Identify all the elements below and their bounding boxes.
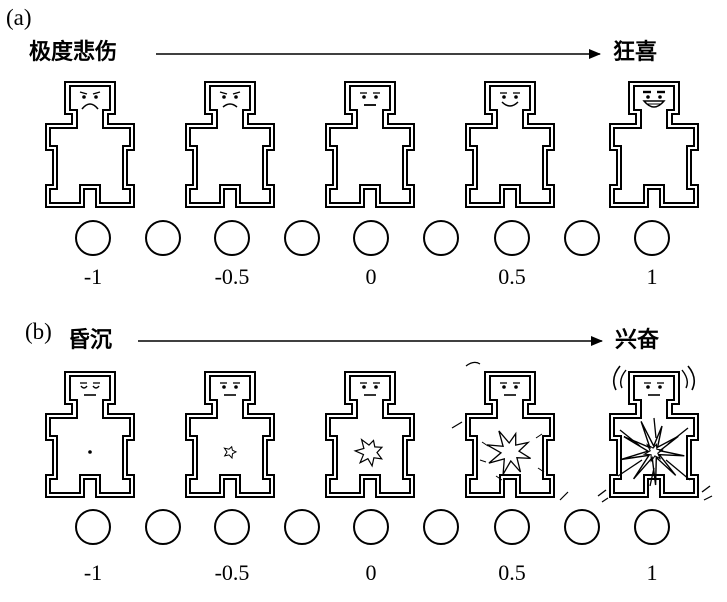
panel-a-scale-circle-4 [353,220,389,256]
panel-a-tag: (a) [6,5,32,30]
panel-a-figure-3 [465,81,555,208]
panel-a-figure-0 [45,81,135,208]
panel-b-value-label: 0 [365,560,377,585]
panel-b-scale-circle-7 [564,509,600,545]
panel-b-scale-circle-8 [634,509,670,545]
panel-a-value-label: -1 [83,264,103,289]
panel-a-left-label: 极度悲伤 [29,40,118,65]
panel-a-value-label: -0.5 [214,264,250,289]
panel-a-value-label: 1 [646,264,658,289]
panel-a-figure-2 [325,81,415,208]
panel-b-value-label: -0.5 [214,560,250,585]
panel-a-figure-1 [185,81,275,208]
panel-b-scale-circle-2 [214,509,250,545]
panel-a-scale-circle-5 [423,220,459,256]
panel-b-scale-circle-6 [494,509,530,545]
panel-b-figure-2 [325,371,415,498]
panel-b-scale-circle-5 [423,509,459,545]
panel-a-scale-circle-6 [494,220,530,256]
panel-a-scale-circle-1 [145,220,181,256]
panel-b-scale-circle-0 [75,509,111,545]
panel-a-scale-circle-3 [284,220,320,256]
panel-a-value-label: 0 [365,264,377,289]
panel-a-figure-4 [609,81,699,208]
panel-b-value-label: -1 [83,560,103,585]
panel-a-scale-circle-2 [214,220,250,256]
panel-b-tag: (b) [25,319,52,344]
panel-b-figure-1 [185,371,275,498]
panel-b [45,336,713,545]
panel-b-left-label: 昏沉 [68,328,113,353]
panel-a [45,49,699,256]
panel-a-right-label: 狂喜 [613,40,658,65]
panel-b-figure-3 [451,361,569,501]
panel-a-scale-circle-7 [564,220,600,256]
panel-b-figure-0 [45,371,135,498]
panel-b-scale-circle-4 [353,509,389,545]
panel-b-scale-circle-3 [284,509,320,545]
panel-b-right-label: 兴奋 [615,328,660,353]
panel-b-value-label: 0.5 [498,560,526,585]
panel-b-value-label: 1 [646,560,658,585]
panel-a-scale-circle-8 [634,220,670,256]
panel-a-value-label: 0.5 [498,264,526,289]
panel-b-figure-4 [597,365,713,503]
panel-b-scale-circle-1 [145,509,181,545]
panel-a-scale-circle-0 [75,220,111,256]
